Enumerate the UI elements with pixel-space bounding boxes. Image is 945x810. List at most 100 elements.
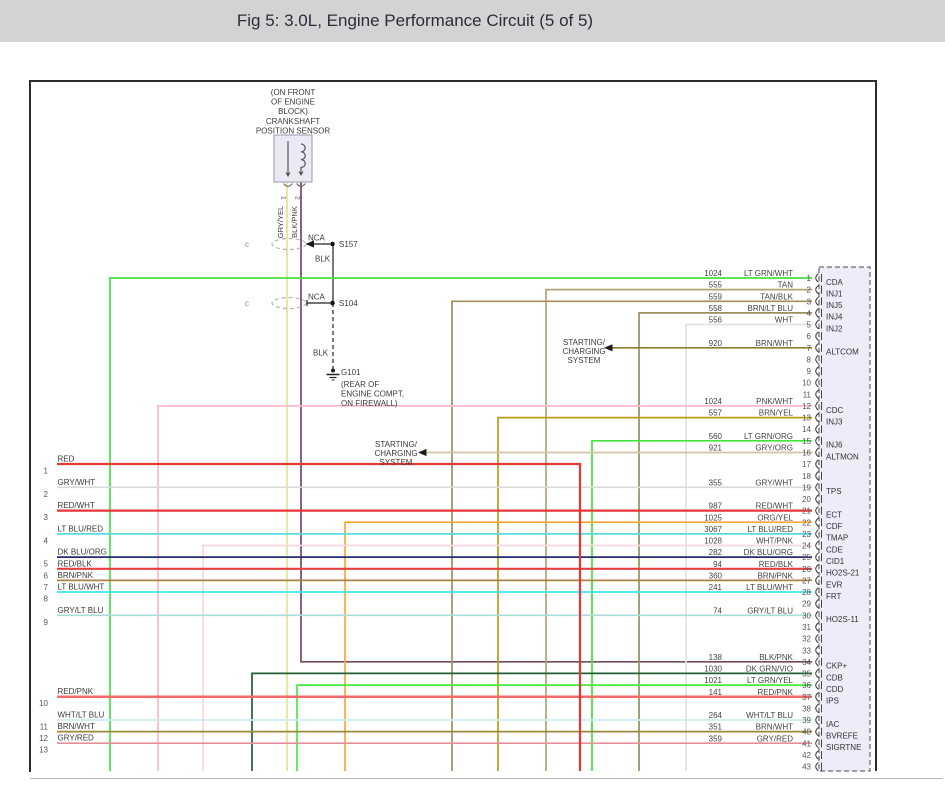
wire-color-name: LT GRN/YEL (747, 676, 793, 685)
wire-color-name: GRY/RED (757, 734, 794, 743)
pin-bracket-icon (815, 564, 819, 574)
pin-bracket-icon (815, 610, 819, 621)
wire-color-name: BRN/WHT (756, 339, 793, 348)
pin-number: 21 (802, 507, 811, 516)
sensor-lead-arrow-icon (285, 172, 291, 177)
pin-bracket-icon (815, 575, 819, 586)
blk-label: BLK (315, 255, 331, 264)
pin-circuit-label: ECT (826, 510, 842, 519)
pin-number: 41 (802, 739, 811, 748)
pin-number: 3 (807, 297, 812, 306)
pin-circuit-label: HO2S-11 (826, 615, 859, 624)
inline-connector-icon (271, 296, 307, 310)
pin-number: 39 (802, 716, 811, 725)
left-row-label: RED (58, 455, 75, 464)
wire-number: 557 (709, 409, 723, 418)
left-row-label: WHT/LT BLU (58, 711, 105, 720)
pin-bracket-icon (815, 331, 819, 341)
pin-number: 9 (807, 367, 812, 376)
pin-number: 38 (802, 704, 811, 713)
pin-circuit-label: EVR (826, 580, 843, 589)
pin-bracket-icon (815, 482, 819, 493)
wire-color-name: RED/WHT (756, 502, 793, 511)
pin-number: 20 (802, 495, 811, 504)
splice-s104-label: S104 (339, 299, 358, 308)
wire-number: 560 (709, 432, 723, 441)
splice-s157-label: S157 (339, 240, 358, 249)
wire-number: 1024 (704, 269, 722, 278)
pin-circuit-label: IAC (826, 720, 840, 729)
wire-color-name: PNK/WHT (756, 397, 793, 406)
pin-circuit-label: CDB (826, 673, 843, 682)
pin-bracket-icon (815, 296, 819, 306)
wire-1030-dk-grn-vio (251, 672, 812, 771)
wire-color-name: BRN/WHT (756, 723, 793, 732)
ground-note-line: ON FIREWALL) (341, 399, 398, 408)
pin-number: 11 (803, 390, 812, 399)
pin-bracket-icon (815, 471, 819, 481)
pin-number: 36 (802, 681, 811, 690)
pin-bracket-icon (815, 401, 819, 411)
left-row-label: LT BLU/WHT (58, 583, 105, 592)
pin-circuit-label: BVREFE (826, 731, 858, 740)
pin-circuit-label: CDC (826, 406, 844, 415)
pin-bracket-icon (815, 424, 819, 434)
starting-charging-label: CHARGING (374, 449, 417, 458)
crankshaft-position-sensor-box (273, 134, 313, 183)
pin-bracket-icon (815, 412, 819, 423)
wire-number: 264 (709, 711, 723, 720)
left-row-number: 13 (39, 746, 48, 755)
pin-circuit-label: CID1 (826, 557, 845, 566)
pin-bracket-icon (815, 540, 819, 551)
nca-arrow-icon (305, 240, 314, 248)
pin-bracket-icon (815, 389, 819, 400)
left-row-number: 11 (40, 723, 49, 732)
pin-bracket-icon (815, 750, 819, 760)
wire-number: 94 (713, 560, 722, 569)
pin-number: 34 (802, 658, 811, 667)
pin-circuit-label: INJ5 (826, 301, 843, 310)
wire-color-name: WHT (775, 316, 793, 325)
wire-number: 1028 (704, 537, 722, 546)
sensor-caption-line: CRANKSHAFT (266, 117, 320, 126)
wire-number: 351 (709, 723, 723, 732)
pin-number: 31 (802, 623, 811, 632)
wire-number: 987 (709, 502, 723, 511)
pin-circuit-label: ALTCOM (826, 348, 859, 357)
title-bar: Fig 5: 3.0L, Engine Performance Circuit … (0, 0, 945, 42)
starting-charging-label: SYSTEM (380, 458, 413, 467)
pin-circuit-label: HO2S-21 (826, 569, 860, 578)
wire-color-name: GRY/ORG (755, 443, 793, 452)
pin-bracket-icon (815, 378, 819, 388)
wire-number: 1021 (704, 676, 722, 685)
pin-bracket-icon (815, 552, 819, 562)
pin-circuit-label: ALTMON (826, 452, 859, 461)
starting-charging-arrow-icon (604, 344, 613, 352)
left-row-number: 7 (44, 583, 49, 592)
pin-bracket-icon (815, 343, 819, 353)
starting-charging-arrow-icon (418, 448, 427, 457)
left-row-number: 10 (39, 699, 48, 708)
sensor-pin-number: 2 (294, 196, 301, 200)
wire-color-name: BLK/PNK (759, 653, 793, 662)
wire-number: 920 (709, 339, 723, 348)
pcm-connector (818, 266, 871, 772)
wire-555-tan (545, 288, 812, 771)
pin-number: 15 (802, 437, 811, 446)
pin-number: 42 (802, 751, 811, 760)
left-row-number: 6 (44, 571, 49, 580)
wire-left-red (57, 462, 582, 771)
pin-bracket-icon (815, 459, 819, 469)
pin-number: 27 (802, 576, 811, 585)
pin-number: 25 (802, 553, 811, 562)
pin-circuit-label: TPS (826, 487, 842, 496)
pin-number: 23 (802, 530, 811, 539)
pin-bracket-icon (815, 517, 819, 527)
wire-number: 360 (709, 571, 723, 580)
pin-circuit-label: INJ6 (826, 441, 843, 450)
wire-number: 3067 (704, 525, 722, 534)
pin-bracket-icon (815, 505, 819, 516)
pin-number: 32 (802, 635, 811, 644)
wire-557-brn-yel (497, 416, 812, 771)
